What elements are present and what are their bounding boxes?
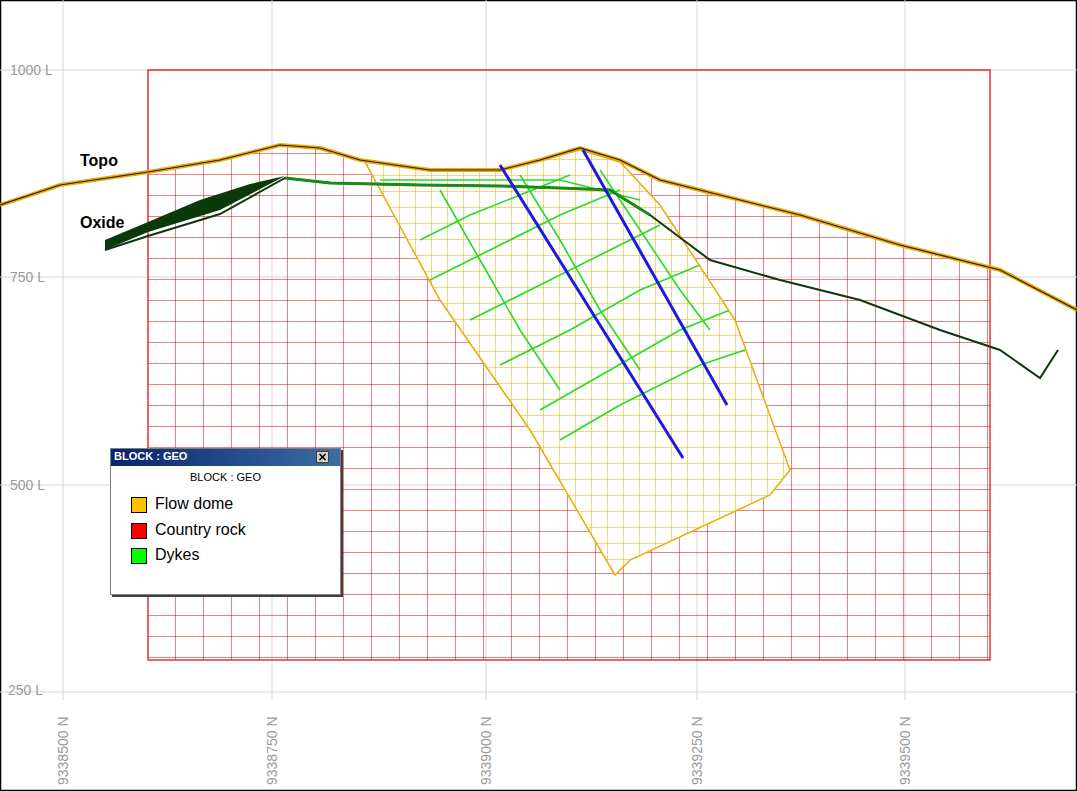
northing-label: 9339000 N — [478, 716, 494, 785]
legend-swatch — [131, 523, 147, 539]
surface-label: Topo — [80, 152, 118, 170]
northing-label: 9338750 N — [264, 716, 280, 785]
legend-swatch — [131, 548, 147, 564]
close-button — [316, 451, 329, 463]
northing-label: 9338500 N — [55, 716, 71, 785]
northing-label: 9339250 N — [689, 716, 705, 785]
level-label: 500 L — [10, 477, 45, 493]
legend-heading: BLOCK : GEO — [111, 471, 340, 483]
legend-text: Country rock — [155, 521, 246, 539]
legend-text: Flow dome — [155, 495, 233, 513]
legend-swatch — [131, 497, 147, 513]
legend-title: BLOCK : GEO — [114, 450, 187, 462]
level-label: 750 L — [10, 269, 45, 285]
level-label: 250 L — [8, 682, 43, 698]
surface-label: Oxide — [80, 214, 124, 232]
legend-window: BLOCK : GEO BLOCK : GEO Flow domeCountry r… — [110, 448, 341, 595]
level-label: 1000 L — [10, 62, 53, 78]
legend-text: Dykes — [155, 546, 199, 564]
northing-label: 9339500 N — [897, 716, 913, 785]
